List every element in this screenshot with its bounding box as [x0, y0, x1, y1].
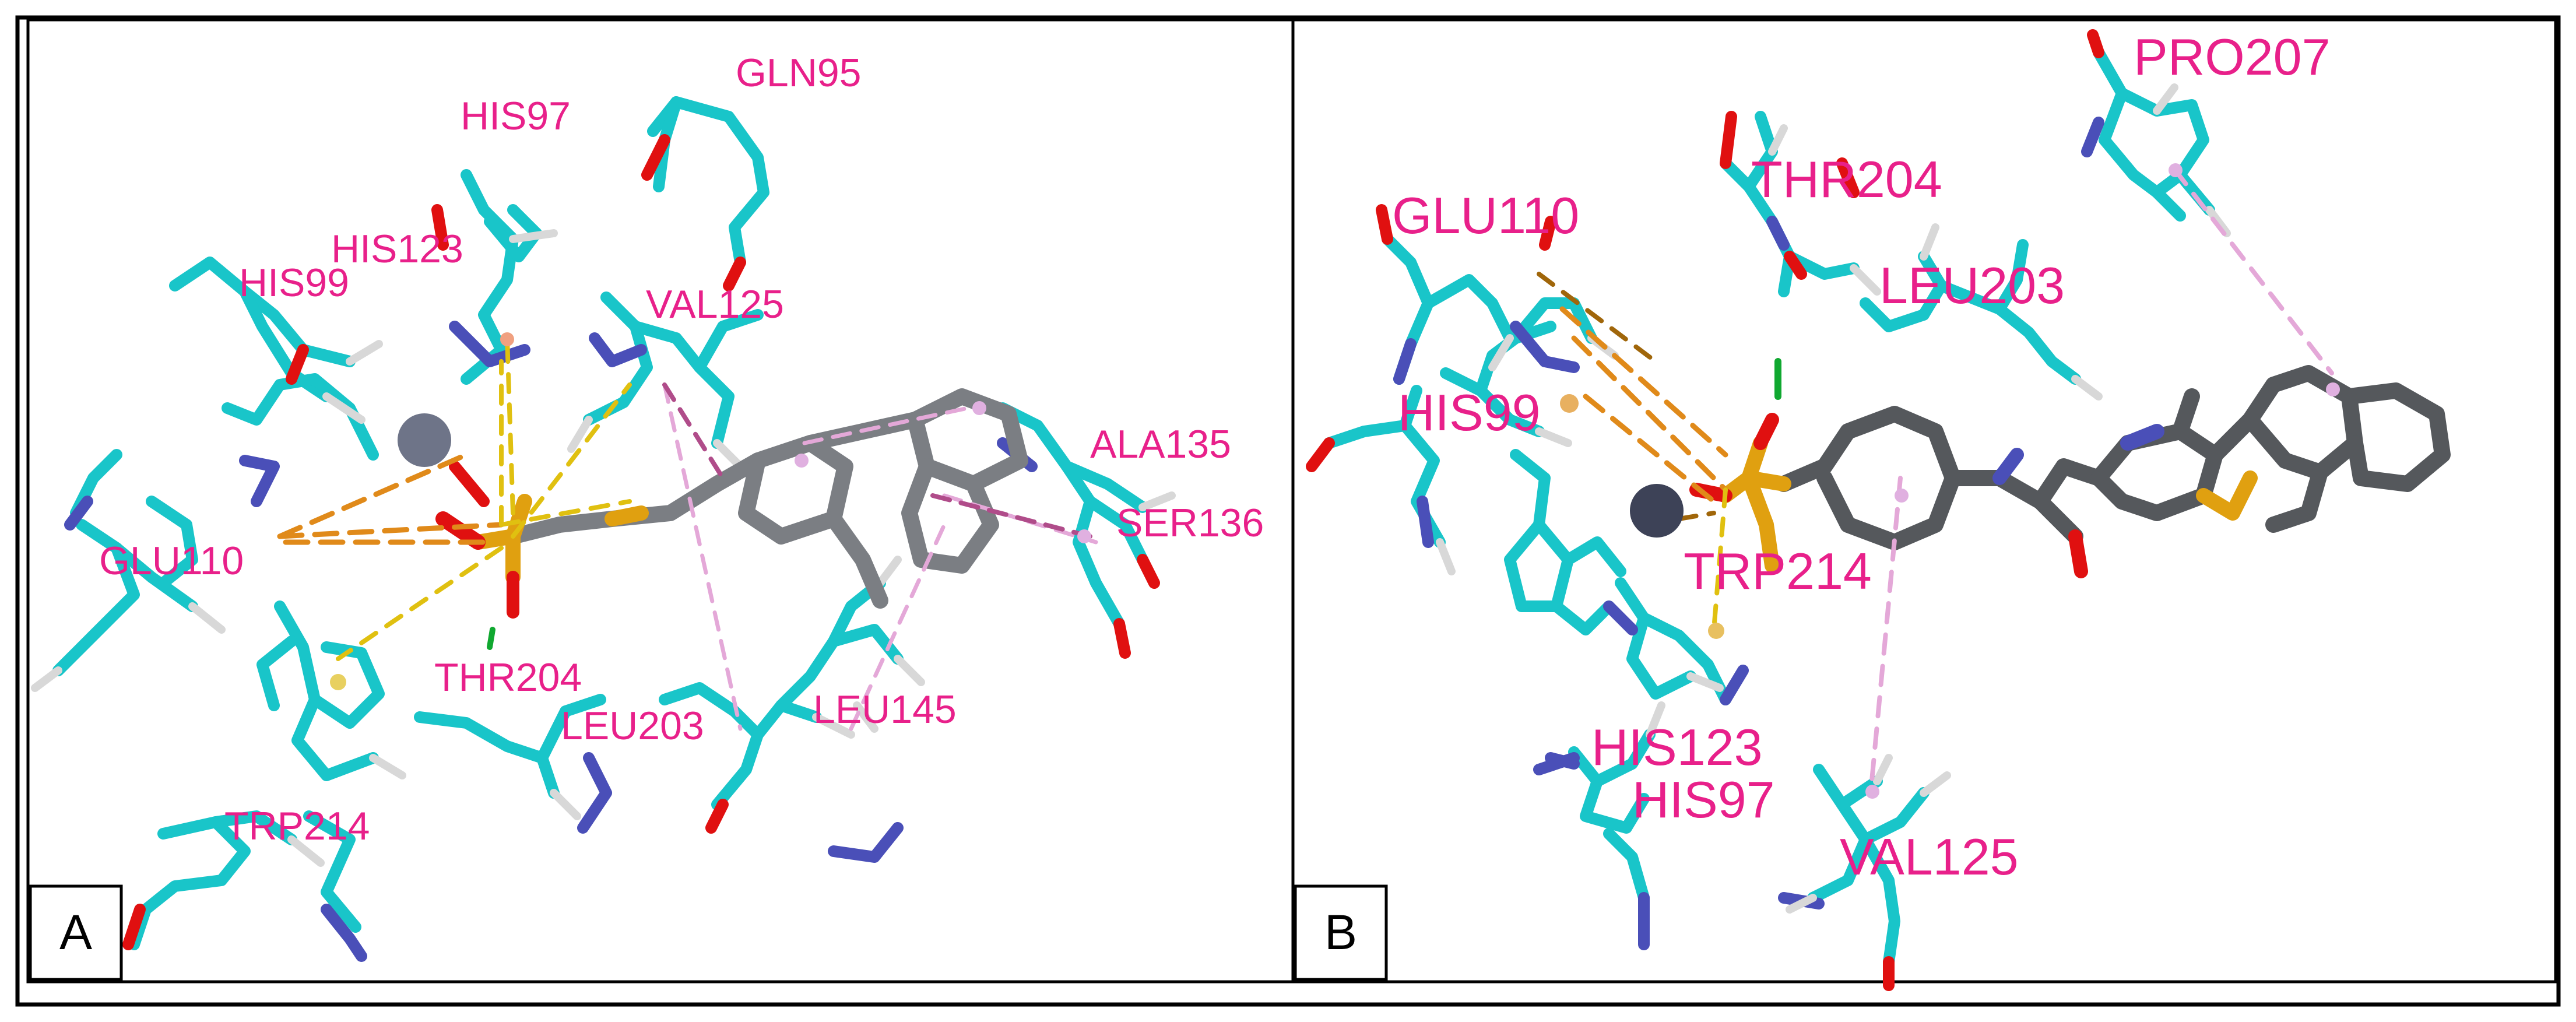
panel-a-centroid — [795, 454, 809, 468]
panel-b-nitrogen-sticks — [1393, 117, 2104, 950]
label-leu203: LEU203 — [561, 704, 704, 748]
panel-a-labels: GLN95 HIS97 HIS123 HIS99 VAL125 ALA135 S… — [99, 51, 1264, 848]
label-his97: HIS97 — [461, 94, 571, 138]
label-leu145: LEU145 — [813, 687, 957, 732]
panel-a-zinc-ion — [398, 413, 451, 467]
panel-a-residue-sticks — [52, 96, 1148, 950]
label-his99: HIS99 — [239, 261, 349, 305]
label-his97: HIS97 — [1632, 771, 1775, 828]
panel-b-interactions — [1537, 167, 2334, 789]
label-trp214: TRP214 — [224, 804, 370, 848]
label-gln95: GLN95 — [736, 51, 861, 95]
panel-a-centroid — [972, 401, 986, 415]
panel-b-ligand-sticks — [1776, 365, 2451, 550]
panel-a-molecule — [31, 96, 1176, 962]
panel-b-sulfonyl-oxygen — [1753, 413, 1779, 450]
label-thr204: THR204 — [434, 655, 582, 700]
panel-a-interactions — [277, 336, 1098, 731]
panel-a: GLN95 HIS97 HIS123 HIS99 VAL125 ALA135 S… — [26, 18, 1295, 984]
panel-b-letter-box — [1294, 884, 1388, 981]
label-glu110: GLU110 — [1392, 187, 1579, 244]
label-ser136: SER136 — [1116, 501, 1264, 545]
panel-a-oxygen-double-bond — [435, 511, 486, 550]
label-pro207: PRO207 — [2134, 28, 2331, 86]
panel-a-hydrogen-sticks — [31, 229, 1176, 867]
panel-a-centroid — [1077, 529, 1091, 543]
panel-a-oxygen-sticks — [122, 134, 1160, 950]
label-his123: HIS123 — [1591, 718, 1763, 776]
panel-b: PRO207 THR204 GLU110 LEU203 HIS99 TRP214… — [1291, 18, 2557, 991]
panel-b-zinc-ion — [1630, 484, 1684, 538]
panel-a-letter-box — [29, 884, 123, 981]
panel-b-oxygen-sticks — [1306, 29, 2104, 991]
panel-a-letter: A — [59, 905, 92, 960]
panel-b-centroid — [1560, 394, 1579, 413]
panel-b-labels: PRO207 THR204 GLU110 LEU203 HIS99 TRP214… — [1392, 28, 2331, 886]
label-glu110: GLU110 — [99, 539, 244, 583]
label-val125: VAL125 — [1840, 828, 2019, 886]
panel-b-ligand-ring-s — [2196, 470, 2258, 521]
panel-b-centroid — [2326, 382, 2340, 396]
panel-b-ligand-ring-n — [2120, 424, 2164, 451]
label-leu203: LEU203 — [1879, 257, 2065, 314]
label-val125: VAL125 — [646, 282, 784, 326]
panel-a-centroid — [500, 332, 514, 346]
panel-b-centroid — [1895, 489, 1909, 503]
panel-b-molecule — [1306, 29, 2451, 991]
panel-b-centroid — [1708, 623, 1724, 639]
label-thr204: THR204 — [1751, 150, 1942, 208]
label-his123: HIS123 — [331, 227, 463, 271]
label-trp214: TRP214 — [1684, 542, 1872, 600]
panel-b-frame — [1291, 18, 2557, 984]
panel-b-centroid — [1865, 785, 1879, 799]
panel-b-letter: B — [1324, 905, 1357, 960]
label-ala135: ALA135 — [1090, 422, 1231, 466]
label-his99: HIS99 — [1398, 384, 1541, 441]
panel-b-centroid — [2169, 163, 2183, 177]
panel-b-ligand-carbonyl-o — [2068, 529, 2088, 578]
panel-a-centroid — [330, 674, 346, 690]
panel-b-ligand-amide-n — [1992, 448, 2024, 485]
